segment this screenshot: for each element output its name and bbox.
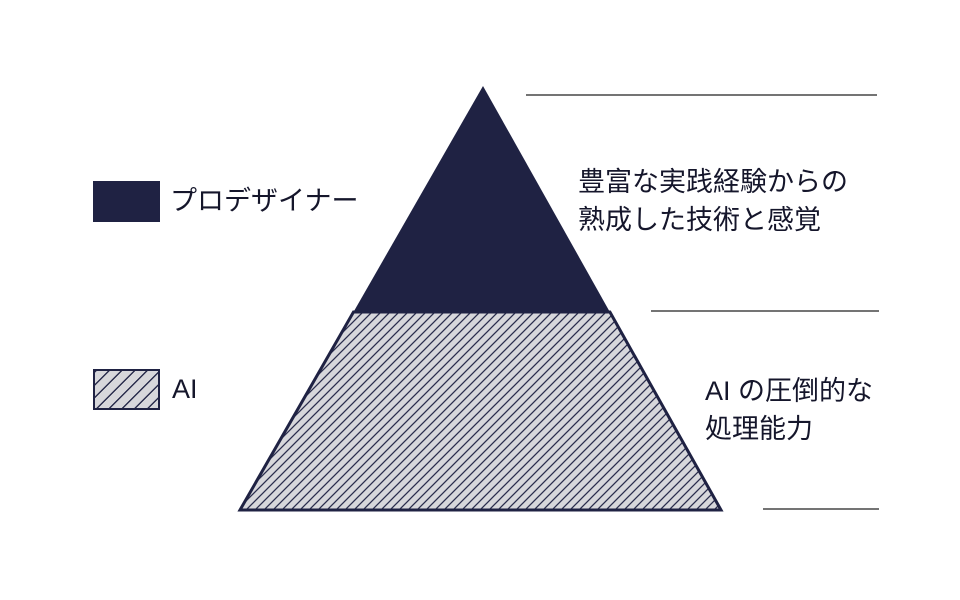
legend-swatch-pro-designer — [93, 181, 160, 222]
annotation-pro-designer: 豊富な実践経験からの 熟成した技術と感覚 — [578, 163, 848, 239]
legend-label-ai: AI — [172, 374, 198, 404]
legend-label-pro-designer: プロデザイナー — [170, 186, 359, 216]
pyramid-bottom-ai-section — [237, 310, 724, 512]
annotation-ai: AI の圧倒的な 処理能力 — [705, 372, 873, 448]
annotation-ai-line1: AI の圧倒的な — [705, 376, 874, 406]
annotation-ai-line2: 処理能力 — [705, 414, 813, 444]
annotation-pro-designer-line1: 豊富な実践経験からの — [578, 167, 848, 197]
annotation-pro-designer-line2: 熟成した技術と感覚 — [578, 205, 821, 235]
legend-swatch-ai — [93, 369, 160, 410]
